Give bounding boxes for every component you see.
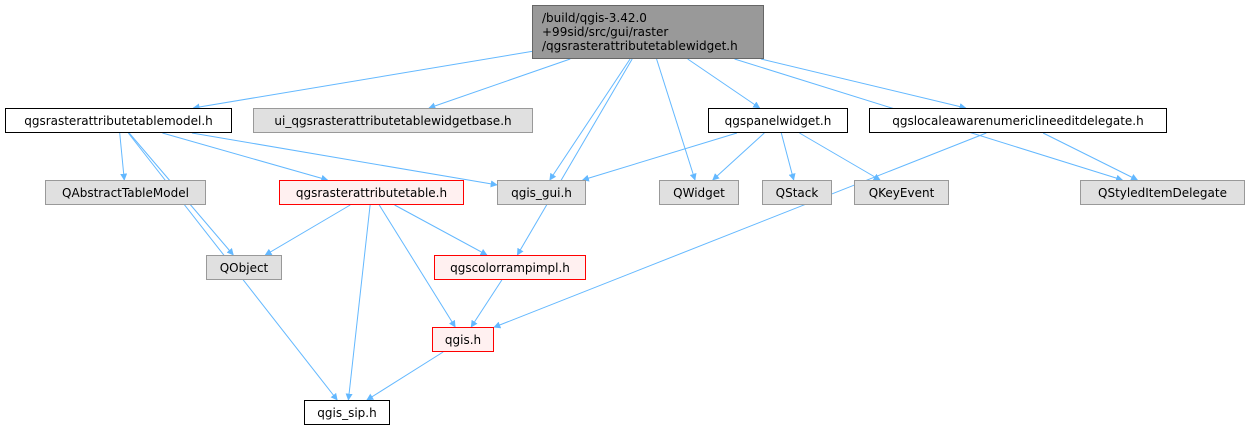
node-ui-qgsrasterattributetablewidgetbase: ui_qgsrasterattributetablewidgetbase.h: [253, 108, 533, 133]
edge-panel-to-qstack: [780, 132, 796, 181]
node-qgis-gui: qgis_gui.h: [497, 180, 586, 205]
edge-panel-to-qkeyevent: [799, 132, 881, 181]
node-qkeyevent: QKeyEvent: [854, 180, 949, 205]
node-qabstracttablemodel: QAbstractTableModel: [45, 180, 206, 205]
edge-root-to-locale: [760, 58, 967, 110]
edge-panel-to-qwidget: [712, 132, 765, 181]
edge-root-to-ui_base: [428, 58, 571, 110]
root-label-line-1: /build/qgis-3.42.0: [542, 11, 647, 25]
edge-rat-to-qgis_sip: [345, 204, 371, 401]
node-qgis[interactable]: qgis.h: [432, 327, 494, 352]
edge-root-to-colorramp: [516, 58, 633, 256]
edge-root-to-qwidget: [656, 58, 697, 181]
node-qgslocaleawarenumericlineeditdelegate[interactable]: qgslocaleawarenumericlineeditdelegate.h: [869, 108, 1167, 133]
node-qstyleditemdelegate: QStyledItemDelegate: [1080, 180, 1245, 205]
node-qstack: QStack: [762, 180, 832, 205]
node-qgis-sip[interactable]: qgis_sip.h: [304, 400, 390, 425]
edge-root-to-panel: [687, 58, 761, 109]
edge-rat-to-qgis: [378, 204, 456, 328]
node-qobject: QObject: [206, 255, 282, 280]
edge-root-to-model: [192, 50, 533, 111]
root-label-line-2: +99sid/src/gui/raster: [542, 25, 669, 39]
edge-rat-to-qobject: [264, 204, 351, 256]
edge-model-to-qgis_gui: [191, 132, 498, 188]
node-qgspanelwidget[interactable]: qgspanelwidget.h: [708, 108, 848, 133]
edge-rat-to-colorramp: [394, 204, 488, 256]
root-label-line-3: /qgsrasterattributetablewidget.h: [542, 39, 738, 53]
edge-colorramp-to-qgis: [470, 279, 503, 328]
node-qgsrasterattributetable[interactable]: qgsrasterattributetable.h: [279, 180, 464, 205]
edge-locale-to-styled_delegate: [1042, 132, 1139, 181]
edge-qgis-to-qgis_sip: [366, 351, 444, 401]
edge-root-to-qgis_gui: [549, 58, 631, 181]
edge-locale-to-qgis: [493, 132, 987, 329]
edge-model-to-rat: [162, 132, 329, 182]
edge-model-to-abstract_table_model: [119, 132, 128, 181]
root-file-node: /build/qgis-3.42.0 +99sid/src/gui/raster…: [532, 5, 764, 59]
edge-panel-to-qgis_gui: [581, 132, 738, 182]
node-qgsrasterattributetablemodel[interactable]: qgsrasterattributetablemodel.h: [5, 108, 232, 133]
node-qwidget: QWidget: [659, 180, 739, 205]
node-qgscolorrampimpl[interactable]: qgscolorrampimpl.h: [434, 255, 586, 280]
